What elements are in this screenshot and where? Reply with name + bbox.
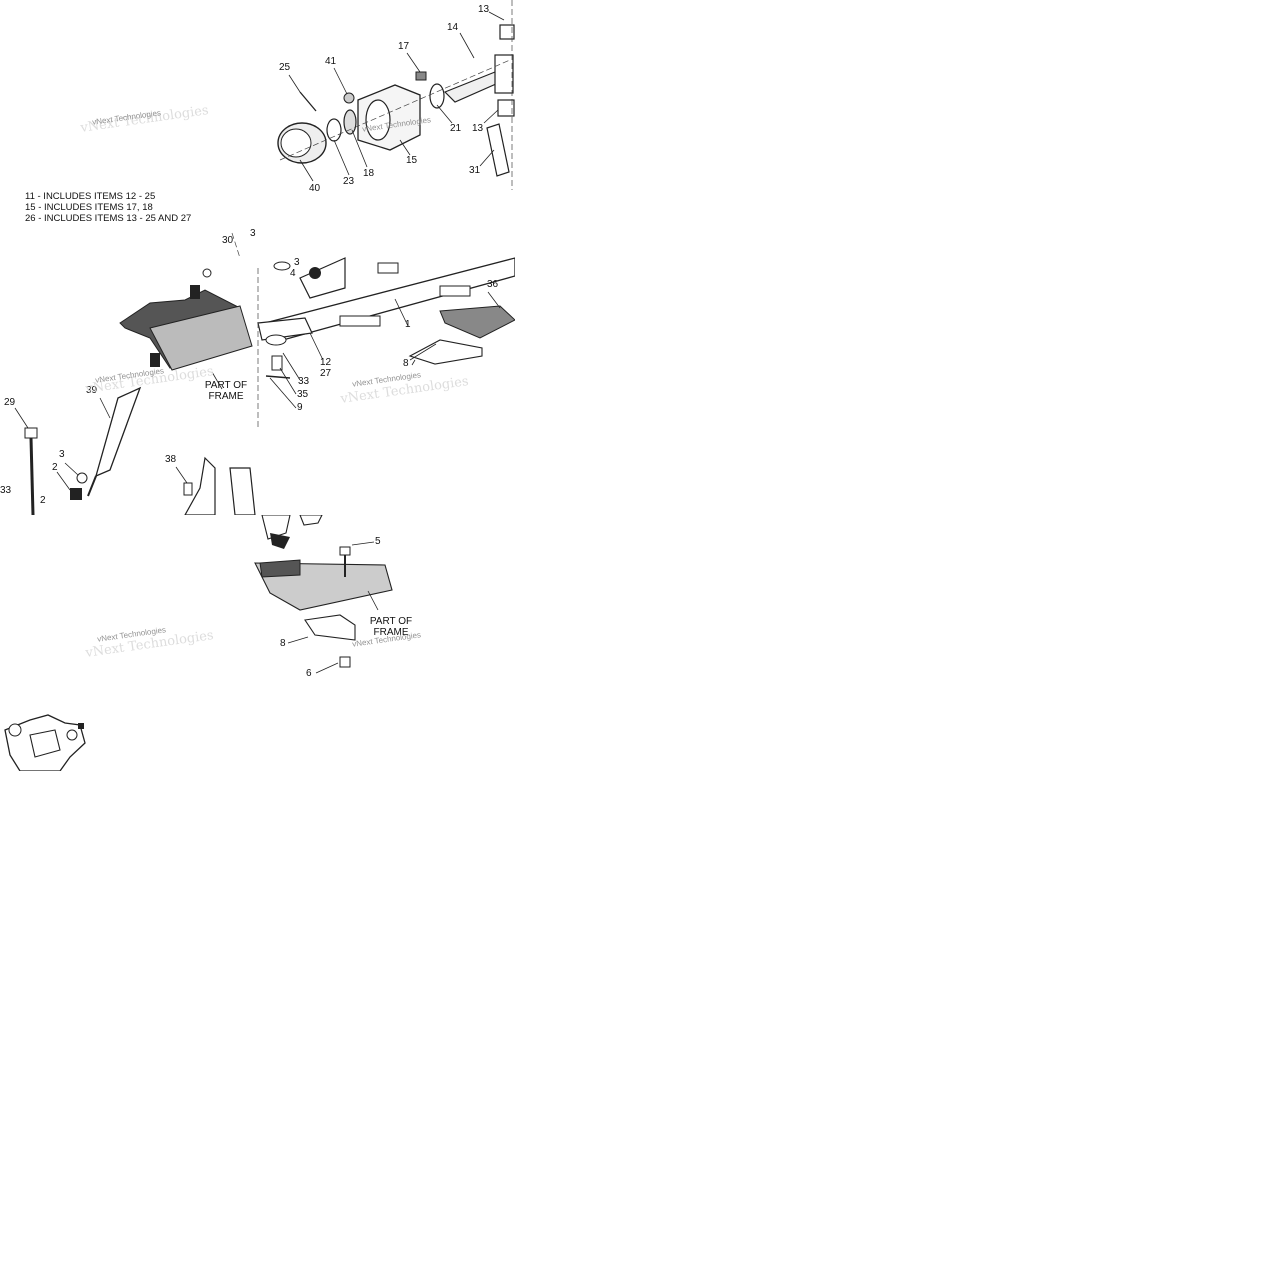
callout-27: 27 (320, 368, 332, 379)
callout-35: 35 (297, 389, 309, 400)
callout-23: 23 (343, 176, 355, 187)
callout-40: 40 (309, 183, 321, 194)
frame-label-line1: PART OF (204, 380, 248, 391)
callout-6: 6 (306, 668, 312, 679)
callout-31: 31 (469, 165, 481, 176)
notes-list: 11 - INCLUDES ITEMS 12 - 25 15 - INCLUDE… (25, 191, 191, 224)
callout-30: 30 (222, 235, 234, 246)
callout-14: 14 (447, 22, 459, 33)
callout-3-left: 3 (59, 449, 65, 460)
callout-17: 17 (398, 41, 410, 52)
callout-18: 18 (363, 168, 375, 179)
frame-label-mid: PART OF FRAME (200, 380, 252, 402)
diagram-tile-steering-box (0, 695, 90, 771)
frame-label-bottom-line2: FRAME (373, 627, 409, 638)
frame-drawing (254, 515, 393, 674)
callout-5: 5 (375, 536, 381, 547)
callout-12: 12 (320, 357, 332, 368)
callout-2-upper: 2 (52, 462, 58, 473)
callout-13-bottom: 13 (472, 123, 484, 134)
callout-13-top: 13 (478, 4, 490, 15)
callout-1: 1 (405, 319, 411, 330)
frame-label-line2: FRAME (208, 391, 244, 402)
note-item-26: 26 - INCLUDES ITEMS 13 - 25 AND 27 (25, 213, 192, 224)
callout-39: 39 (86, 385, 98, 396)
frame-label-bottom: PART OF FRAME (365, 616, 417, 638)
callout-8-mid: 8 (403, 358, 409, 369)
diagram-tile-frame: 5 8 6 PART OF FRAME vNext Technologies v… (0, 515, 425, 695)
diagram-tile-axle: 30 3 3 4 36 1 8 12 27 33 35 9 39 29 3 2 … (0, 228, 515, 515)
callout-8-bottom: 8 (280, 638, 286, 649)
hub-drawing (277, 0, 515, 190)
callout-29: 29 (4, 397, 16, 408)
callout-36: 36 (487, 279, 499, 290)
callout-25: 25 (279, 62, 291, 73)
callout-33-left: 33 (0, 485, 12, 496)
callout-2-lower: 2 (40, 495, 46, 506)
callout-3-mid: 3 (294, 257, 300, 268)
callout-41: 41 (325, 56, 337, 67)
callout-38: 38 (165, 454, 177, 465)
diagram-tile-hub: 13 14 17 41 25 21 13 15 18 23 40 31 vNex… (0, 0, 515, 228)
note-item-15: 15 - INCLUDES ITEMS 17, 18 (25, 202, 153, 213)
callout-9: 9 (297, 402, 303, 413)
callout-33-mid: 33 (298, 376, 310, 387)
note-item-11: 11 - INCLUDES ITEMS 12 - 25 (25, 191, 156, 202)
axle-drawing (14, 232, 515, 515)
callout-21: 21 (450, 123, 462, 134)
callout-4: 4 (290, 268, 296, 279)
callout-15: 15 (406, 155, 418, 166)
frame-label-bottom-line1: PART OF (369, 616, 413, 627)
callout-3-top: 3 (250, 228, 256, 239)
steering-box-drawing (4, 714, 86, 771)
